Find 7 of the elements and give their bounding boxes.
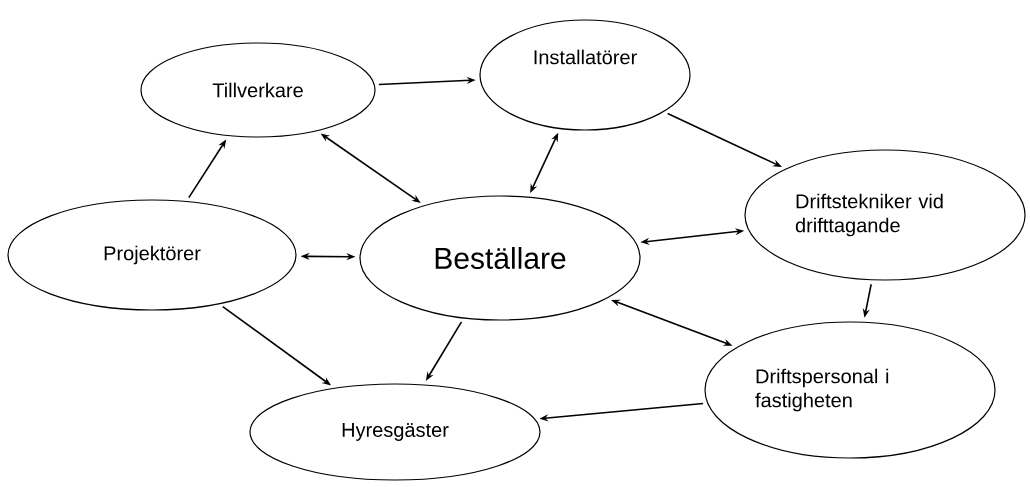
ellipse-node: Beställare	[359, 195, 641, 321]
ellipse-node: Installatörer	[479, 19, 691, 131]
ellipse-node: Projektörer	[7, 199, 297, 311]
ellipse-node: Driftstekniker vid drifttagande	[744, 149, 1026, 281]
ellipse-node: Hyresgäster	[249, 383, 541, 481]
ellipse-node: Tillverkare	[140, 42, 376, 138]
ellipse-node: Driftspersonal i fastigheten	[704, 321, 996, 459]
